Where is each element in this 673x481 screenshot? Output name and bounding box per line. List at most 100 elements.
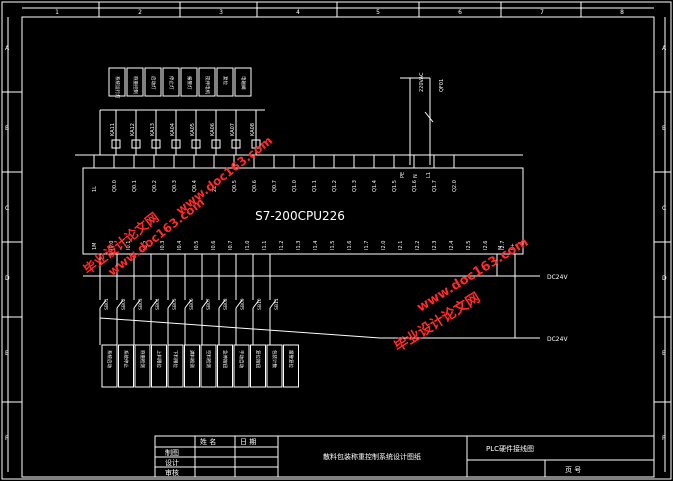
input-switch <box>133 299 141 309</box>
input-terminal-label: I0.6 <box>211 241 217 250</box>
row-letter-right: B <box>662 125 666 132</box>
input-switch <box>218 299 226 309</box>
name-header: 姓 名 <box>200 437 216 446</box>
output-terminal-label: Q0.0 <box>112 180 118 192</box>
relay-code: KA04 <box>170 123 176 136</box>
row-letter-left: F <box>5 435 9 442</box>
output-device-label: 停止灯 <box>168 76 175 90</box>
input-device-label-box <box>118 344 134 388</box>
input-device-label-box <box>167 344 184 388</box>
output-device-label-box <box>144 67 162 97</box>
output-terminal-label: Q1.4 <box>372 180 378 192</box>
input-device-label: 空料检测 <box>205 350 212 368</box>
output-terminal-label: 2L <box>212 186 218 192</box>
plc-right-label: M <box>498 246 504 250</box>
input-switch <box>201 299 209 309</box>
output-device-label-box <box>216 67 234 97</box>
input-device-label-box <box>250 344 266 388</box>
input-device-label-box <box>233 344 250 388</box>
input-device-label: 满料检测 <box>189 350 196 368</box>
input-device-label-box <box>266 344 283 388</box>
output-device-label: 搅拌电机 <box>204 76 211 94</box>
relay-coil <box>191 139 201 149</box>
output-device-label-box <box>108 67 126 97</box>
input-device-label: 称重检测 <box>139 350 146 368</box>
input-device-label: 下料限位 <box>172 350 179 368</box>
col-number: 6 <box>458 9 462 16</box>
input-terminal-label: I2.3 <box>432 241 438 250</box>
col-number: 1 <box>55 9 59 16</box>
input-device-label: 上料限位 <box>156 350 163 368</box>
input-switch-code: SB02 <box>121 298 127 310</box>
input-terminal-label: I1.1 <box>262 241 268 250</box>
output-terminal-label: Q0.4 <box>192 180 198 192</box>
output-device-label-box <box>234 67 252 97</box>
input-device-label-box <box>151 344 167 388</box>
input-device-label-box <box>283 344 299 388</box>
col-number: 3 <box>219 9 223 16</box>
output-terminal-label: Q1.0 <box>292 180 298 192</box>
relay-code: KA07 <box>230 123 236 136</box>
row-letter-left: E <box>5 350 9 357</box>
output-device-label-box <box>180 67 198 97</box>
input-terminal-label: I1.0 <box>245 241 251 250</box>
row-letter-left: B <box>5 125 9 132</box>
dc24v-label: DC24V <box>547 336 568 343</box>
row-letter-left: D <box>5 275 10 282</box>
input-device-label: 系统停止 <box>123 350 130 368</box>
input-device-label: 手动自动 <box>238 350 245 368</box>
input-terminal-label: I2.0 <box>381 241 387 250</box>
output-device-label-box <box>126 67 144 97</box>
row-letter-right: C <box>662 205 666 212</box>
input-terminal-label: I1.2 <box>279 241 285 250</box>
relay-coil <box>131 139 141 149</box>
plc-body <box>82 167 524 255</box>
input-switch-code: SB06 <box>189 298 195 310</box>
output-terminal-label: Q1.6 <box>412 180 418 192</box>
output-terminal-label: Q1.5 <box>392 180 398 192</box>
input-switch-code: SB10 <box>257 298 263 310</box>
output-device-label: 电磁阀 <box>240 76 247 90</box>
output-device-label: 称重控制 <box>132 76 139 94</box>
input-switch-code: SB04 <box>155 298 161 310</box>
input-terminal-label: I1.3 <box>296 241 302 250</box>
svg-text:www.doc163.com: www.doc163.com <box>173 133 275 217</box>
input-terminal-label: I0.3 <box>160 241 166 250</box>
input-switch-code: SB09 <box>240 298 246 310</box>
input-device-label: 包装计数 <box>271 350 278 368</box>
input-device-label: 系统启动 <box>106 350 113 368</box>
input-device-label-box <box>217 344 233 388</box>
breaker-label: QF01 <box>439 79 445 92</box>
output-terminal-label: Q1.1 <box>312 180 318 192</box>
output-device-label: 系统运行灯 <box>114 76 121 99</box>
breaker-contact <box>424 111 434 123</box>
output-terminal-label: Q0.2 <box>152 180 158 192</box>
watermark-2: www.doc163.com <box>173 133 275 217</box>
row-letter-right: F <box>662 435 666 442</box>
input-terminal-label: I0.7 <box>228 241 234 250</box>
relay-code: KA06 <box>210 123 216 136</box>
input-device-label-box <box>134 344 151 388</box>
title-block: 姓 名 日 期 制图 设计 审核 散料包装称重控制系统设计图纸 PLC硬件接线图… <box>154 435 655 478</box>
input-terminal-label: I1.5 <box>330 241 336 250</box>
input-switch-code: SB05 <box>172 298 178 310</box>
col-number: 2 <box>138 9 142 16</box>
col-number: 7 <box>540 9 544 16</box>
input-terminal-label: 1M <box>92 243 98 251</box>
relay-code: KA12 <box>130 123 136 136</box>
output-terminal-label: Q1.3 <box>352 180 358 192</box>
row-letter-left: A <box>5 45 10 52</box>
relay-coil <box>211 139 221 149</box>
output-terminal-label: Q0.5 <box>232 180 238 192</box>
input-terminal-label: I2.5 <box>466 241 472 250</box>
input-switch <box>99 299 107 309</box>
dc24-label: DC24V <box>547 274 568 281</box>
input-switch-code: SB11 <box>274 298 280 310</box>
input-device-label-box <box>184 344 200 388</box>
relay-code: KA13 <box>150 123 156 136</box>
project-title: 散料包装称重控制系统设计图纸 <box>323 452 421 461</box>
input-device-label: 报警复位 <box>288 350 295 368</box>
input-switch-code: SB01 <box>104 298 110 310</box>
input-device-label-box <box>101 344 118 388</box>
date-header: 日 期 <box>240 438 256 446</box>
